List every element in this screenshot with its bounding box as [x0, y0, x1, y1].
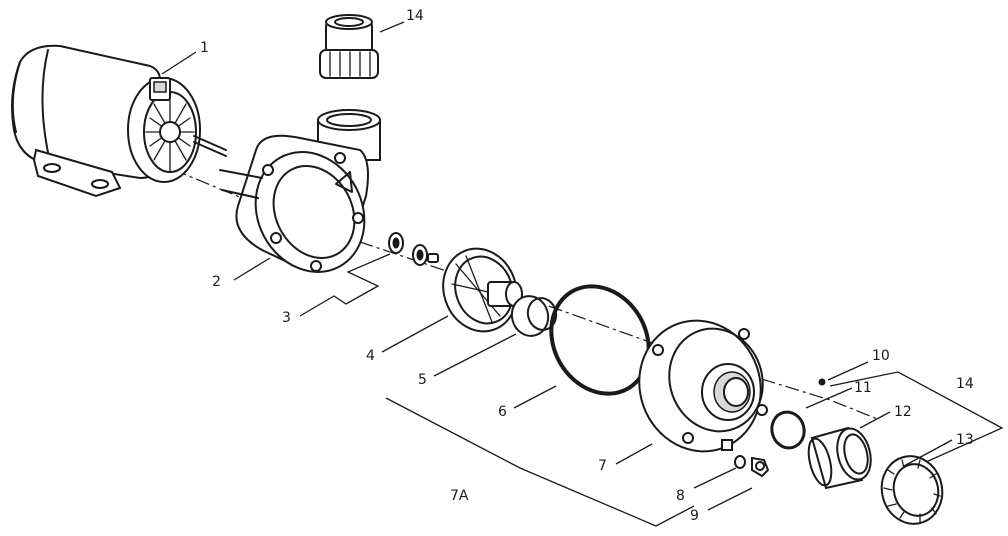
leader-lines [161, 21, 1004, 527]
callout-13: 13 [956, 432, 974, 448]
callout-7a: 7A [450, 488, 469, 504]
drain-plug-gasket [734, 455, 746, 469]
callout-14-right: 14 [956, 376, 974, 392]
drain-plug [751, 456, 770, 478]
motor [11, 44, 227, 198]
impeller [442, 247, 523, 333]
callout-1: 1 [200, 40, 209, 56]
callout-labels: 1 2 3 4 5 6 7 7A 8 9 10 11 12 13 14 14 [200, 8, 974, 524]
callout-8: 8 [676, 488, 685, 504]
callout-6: 6 [498, 404, 507, 420]
callout-10: 10 [872, 348, 890, 364]
callout-7: 7 [598, 458, 607, 474]
volute-o-ring [549, 284, 651, 396]
fastener-screw [818, 378, 826, 386]
callout-9: 9 [690, 508, 699, 524]
callout-14-top: 14 [406, 8, 424, 24]
union-tailpiece [807, 426, 872, 490]
callout-5: 5 [418, 372, 427, 388]
union-o-ring [770, 410, 806, 450]
wear-ring [510, 295, 558, 337]
volute-faceplate [638, 319, 768, 453]
shaft-seal [388, 232, 439, 266]
flow-arrow [335, 171, 353, 193]
callout-12: 12 [894, 404, 912, 420]
callout-4: 4 [366, 348, 375, 364]
union-fitting-top [319, 14, 379, 79]
pump-housing [219, 109, 381, 273]
callout-11: 11 [854, 380, 872, 396]
callout-2: 2 [212, 274, 221, 290]
callout-3: 3 [282, 310, 291, 326]
union-nut [880, 455, 944, 525]
